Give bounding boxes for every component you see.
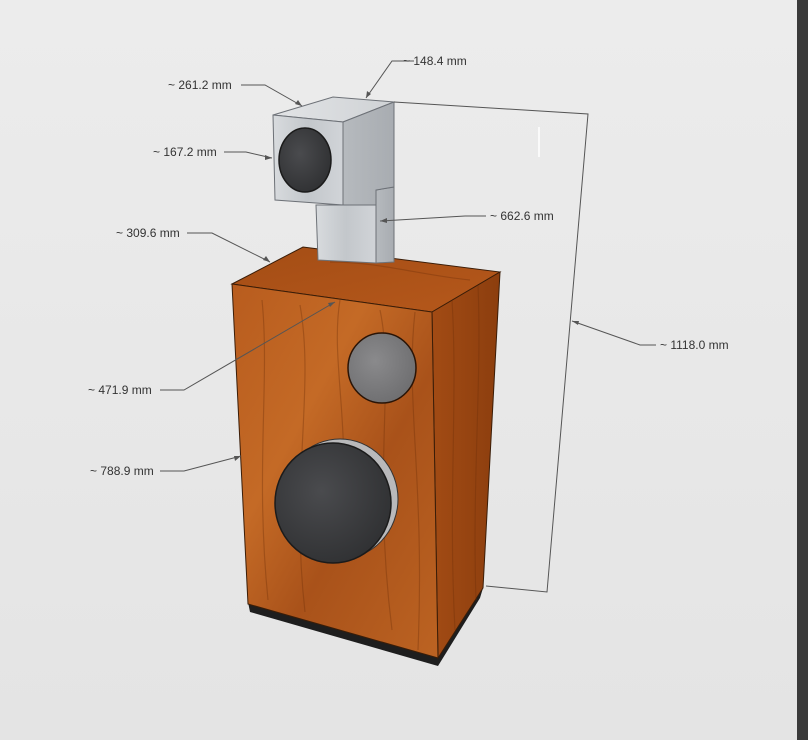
total-height-bracket (393, 101, 589, 593)
vertical-scrollbar[interactable] (797, 0, 808, 740)
dim-neck-height-label: ~ 662.6 mm (490, 209, 554, 223)
dim-total-height-label: ~ 1118.0 mm (660, 338, 729, 352)
wood-grain (261, 261, 480, 651)
dimension-leaders (160, 60, 656, 472)
tweeter-head (272, 96, 395, 206)
dim-top-width-label: ~ 261.2 mm (168, 78, 232, 92)
dim-top-depth-label: ~ 148.4 mm (403, 54, 467, 68)
dim-tweeter-height-label: ~ 167.2 mm (153, 145, 217, 159)
bass-reflex-port (347, 332, 417, 404)
tweeter-driver (278, 127, 332, 193)
dim-cabinet-width-label: ~ 471.9 mm (88, 383, 152, 397)
dim-cabinet-depth-label: ~ 309.6 mm (116, 226, 180, 240)
cabinet-side-face (431, 271, 501, 660)
cabinet (230, 246, 502, 660)
neck-front (315, 204, 377, 264)
dim-cabinet-height-label: ~ 788.9 mm (90, 464, 154, 478)
woofer-driver (274, 442, 392, 564)
neck-side (375, 186, 395, 264)
